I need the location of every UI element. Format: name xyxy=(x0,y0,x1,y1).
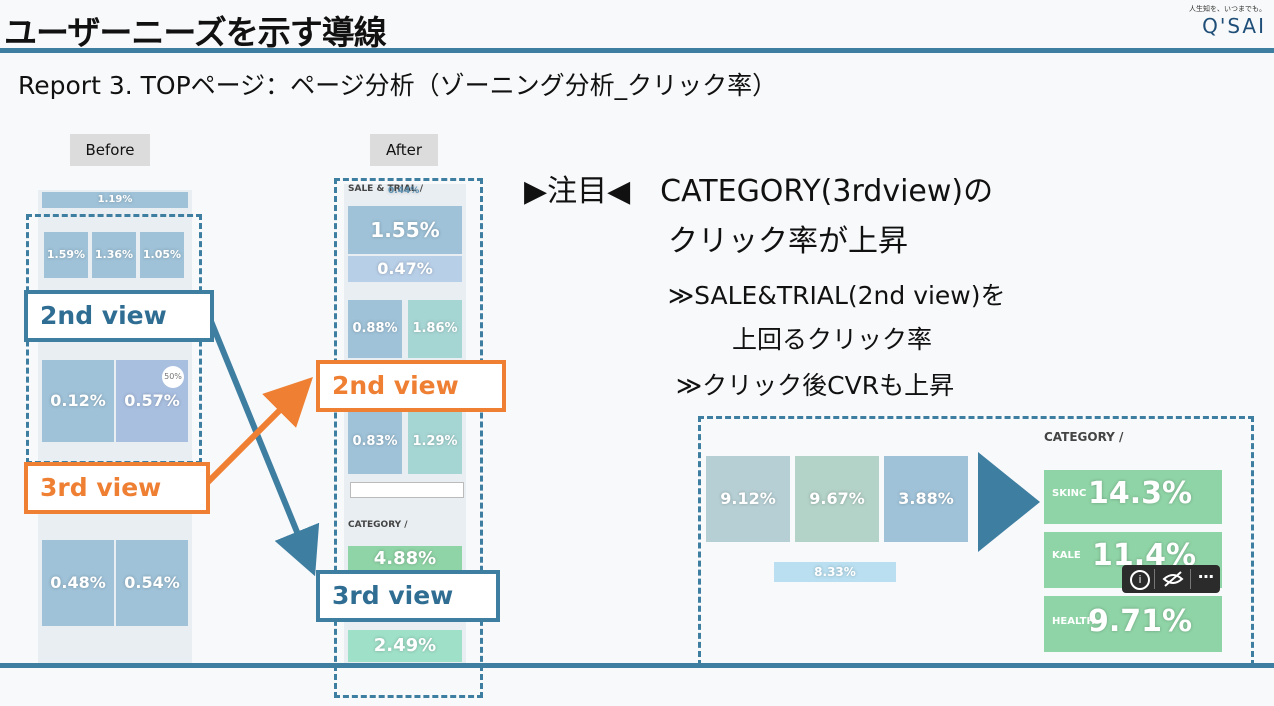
image-toolbar: i ⋯ xyxy=(1122,565,1220,593)
before-tile-3: 1.05% xyxy=(140,232,184,278)
before-badge: 50% xyxy=(162,366,184,388)
after-3rd-view-label: 3rd view xyxy=(316,570,500,622)
before-tile-1: 1.59% xyxy=(44,232,88,278)
info-icon[interactable]: i xyxy=(1130,570,1150,590)
hide-eye-icon[interactable] xyxy=(1162,570,1184,588)
header-divider xyxy=(0,48,1274,53)
before-banner-1-pct: 0.12% xyxy=(50,391,106,410)
detail-category-title: CATEGORY / xyxy=(1044,430,1124,444)
note-click-rate-up: クリック率が上昇 xyxy=(668,224,908,259)
toolbar-divider-2 xyxy=(1190,569,1191,589)
before-tile-2: 1.36% xyxy=(92,232,136,278)
logo-name: Q'SAI xyxy=(1202,14,1266,38)
note-highlight: ▶注目◀ CATEGORY(3rdview)の xyxy=(524,174,994,209)
after-hero-sub: 0.47% xyxy=(348,256,462,282)
after-hero-pct: 1.55% xyxy=(370,218,440,242)
after-label: After xyxy=(370,134,438,166)
after-hero-banner: 1.55% xyxy=(348,206,462,254)
footer-divider xyxy=(0,663,1274,668)
after-tile-4-pct: 1.29% xyxy=(412,434,458,449)
logo-tagline: 人生知を、いつまでも。 xyxy=(1189,5,1266,13)
brand-logo: 人生知を、いつまでも。 Q'SAI xyxy=(1189,4,1266,38)
after-2nd-view-label: 2nd view xyxy=(316,360,506,412)
note-exceeds: ≫SALE&TRIAL(2nd view)を xyxy=(668,281,1006,310)
detail-card-health-pct: 9.71% xyxy=(1088,604,1193,639)
before-page-screenshot: 1.19% 1.59% 1.36% 1.05% 0.12% 0.57% 50% … xyxy=(38,190,192,666)
after-tile-4: 1.29% xyxy=(408,410,462,474)
detail-tile-1-pct: 9.12% xyxy=(720,489,776,508)
detail-bottom-bar: 8.33% xyxy=(774,562,896,582)
after-tile-2-pct: 1.86% xyxy=(412,321,458,336)
detail-card-health: HEALTH 9.71% xyxy=(1044,596,1222,652)
before-2nd-view-label: 2nd view xyxy=(24,290,214,342)
after-hero-sub-pct: 0.47% xyxy=(377,259,433,278)
before-banner-2: 0.57% 50% xyxy=(116,360,188,442)
before-product-1: 0.48% xyxy=(42,540,114,626)
after-category-title: CATEGORY / xyxy=(348,520,408,530)
detail-card-kale-label: KALE xyxy=(1052,550,1081,561)
before-banner-1: 0.12% xyxy=(42,360,114,442)
after-tile-2: 1.86% xyxy=(408,300,462,358)
before-product-2: 0.54% xyxy=(116,540,188,626)
before-product-2-pct: 0.54% xyxy=(124,573,180,592)
before-3rd-view-label: 3rd view xyxy=(24,462,210,514)
report-subtitle: Report 3. TOPページ：ページ分析（ゾーニング分析_クリック率） xyxy=(18,71,778,100)
before-top-pct: 1.19% xyxy=(97,194,133,205)
after-category-pct: 4.88% xyxy=(373,548,437,569)
detail-card-skincare-pct: 14.3% xyxy=(1088,476,1193,511)
detail-card-skincare: SKINC 14.3% xyxy=(1044,470,1222,524)
detail-tile-2-pct: 9.67% xyxy=(809,489,865,508)
after-category-card: 4.88% xyxy=(348,546,462,572)
toolbar-divider xyxy=(1154,569,1155,589)
before-tile-3-pct: 1.05% xyxy=(142,248,182,261)
after-tile-3-pct: 0.83% xyxy=(352,434,398,449)
before-label: Before xyxy=(70,134,150,166)
detail-tile-1: 9.12% xyxy=(706,456,790,542)
after-tile-1-pct: 0.88% xyxy=(352,321,398,336)
detail-bottom-pct: 8.33% xyxy=(814,565,856,579)
detail-card-health-label: HEALTH xyxy=(1052,616,1095,627)
after-bottom-card: 2.49% xyxy=(348,630,462,662)
more-icon[interactable]: ⋯ xyxy=(1198,567,1214,586)
detail-tile-2: 9.67% xyxy=(795,456,879,542)
after-tile-1: 0.88% xyxy=(348,300,402,358)
after-zone-dashed xyxy=(334,178,483,698)
note-exceeds-cont: 上回るクリック率 xyxy=(732,325,933,354)
before-tile-2-pct: 1.36% xyxy=(94,248,134,261)
after-tile-3: 0.83% xyxy=(348,410,402,474)
slide-title: ユーザーニーズを示す導線 xyxy=(4,13,387,52)
before-product-1-pct: 0.48% xyxy=(50,573,106,592)
play-arrow-icon xyxy=(978,452,1040,552)
after-bottom-pct: 2.49% xyxy=(373,635,437,656)
detail-tile-3-pct: 3.88% xyxy=(898,489,954,508)
note-cvr-up: ≫クリック後CVRも上昇 xyxy=(676,371,955,400)
after-section-title: SALE & TRIAL / xyxy=(348,184,423,194)
detail-card-skincare-label: SKINC xyxy=(1052,488,1087,499)
detail-tile-3: 3.88% xyxy=(884,456,968,542)
before-tile-1-pct: 1.59% xyxy=(46,248,86,261)
after-top-pct: 0.44% xyxy=(388,186,420,196)
before-banner-2-pct: 0.57% xyxy=(124,391,180,410)
arrow-3rd-to-2nd xyxy=(201,377,313,489)
after-more-button[interactable] xyxy=(350,482,464,498)
before-top-banner: 1.19% xyxy=(42,192,188,208)
